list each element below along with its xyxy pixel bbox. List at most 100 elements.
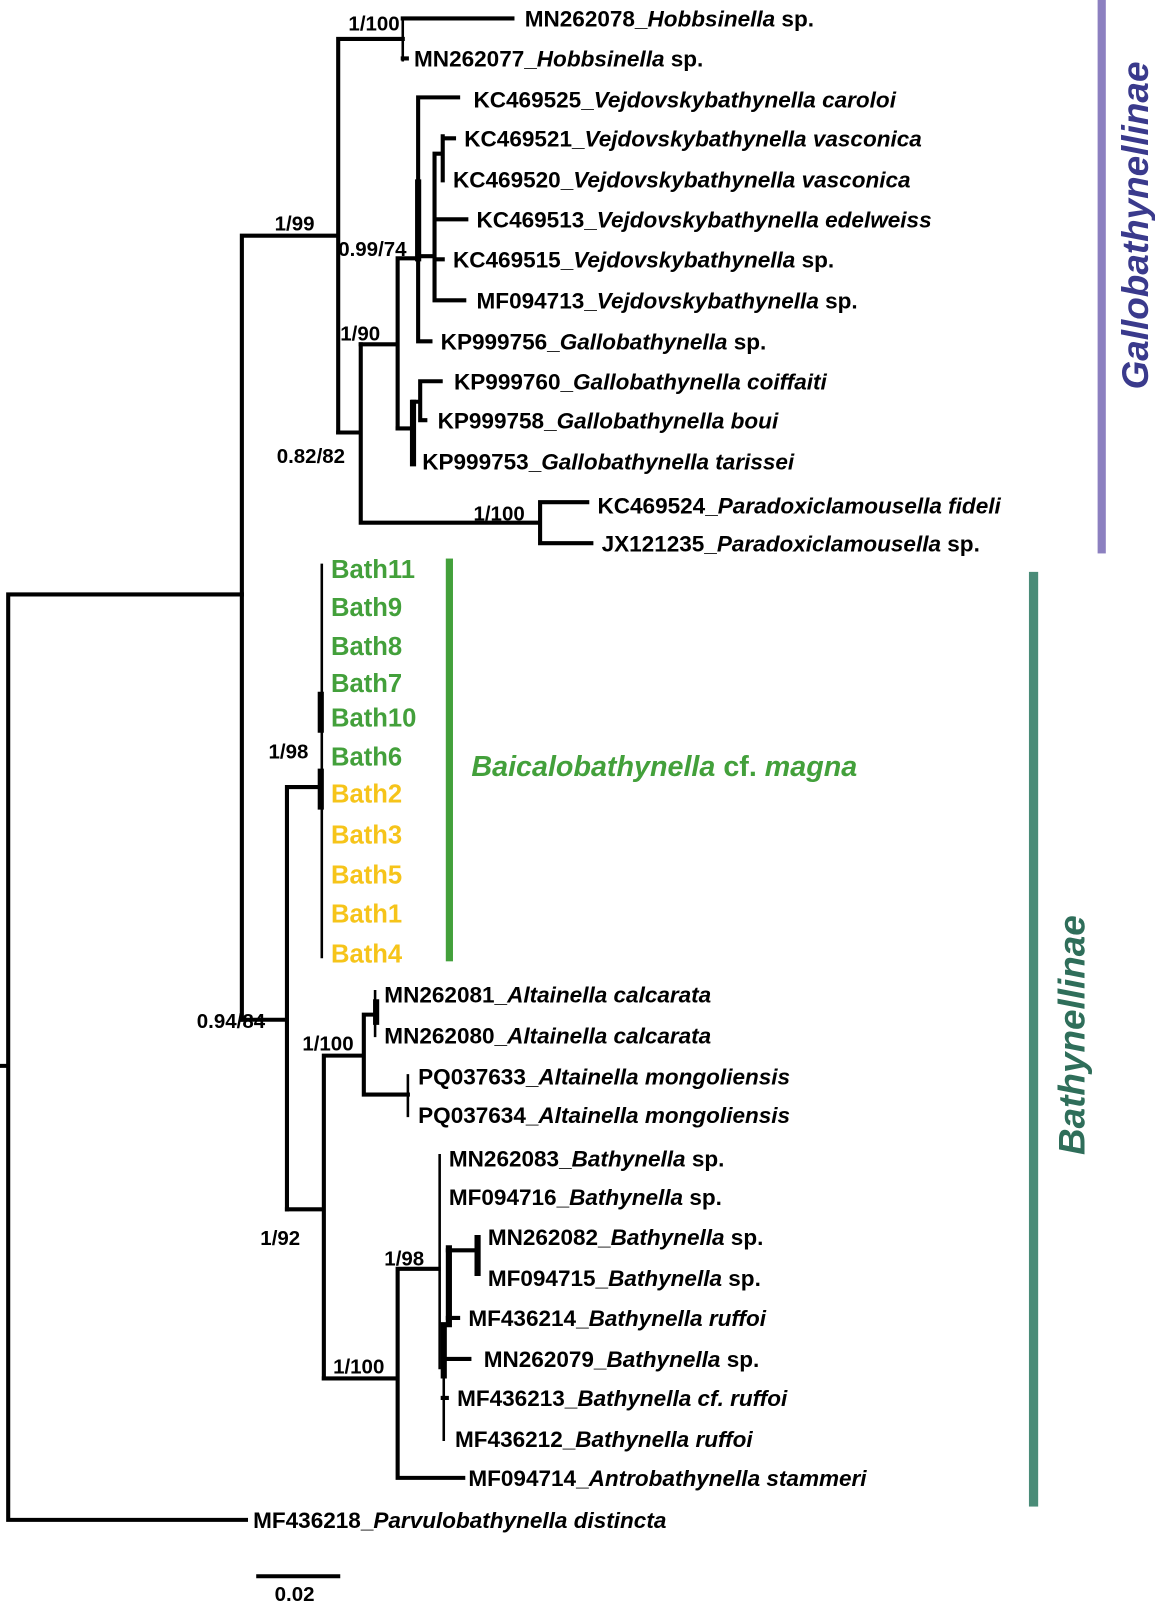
- genus: Antrobathynella: [588, 1466, 761, 1491]
- support-value: 0.99/74: [338, 238, 407, 261]
- epithet: sp.: [795, 247, 834, 272]
- accession: KP999756_: [441, 329, 560, 354]
- epithet: sp.: [665, 47, 704, 72]
- accession: MF436214_: [468, 1306, 589, 1331]
- leaf-label: MN262082_Bathynella sp.: [488, 1225, 764, 1250]
- leaf-label: MF436218_Parvulobathynella distincta: [253, 1508, 666, 1533]
- leaf-label: KP999758_Gallobathynella boui: [438, 408, 779, 433]
- accession: MN262081_: [384, 982, 507, 1007]
- epithet: mongoliensis: [639, 1064, 790, 1089]
- genus: Altainella: [506, 982, 607, 1007]
- epithet: vasconica: [807, 127, 922, 152]
- genus: Vejdovskybathynella: [594, 88, 816, 113]
- sample-label: Bath7: [331, 670, 402, 698]
- leaf-label: MF436214_Bathynella ruffoi: [468, 1306, 766, 1331]
- accession: MN262082_: [488, 1225, 611, 1250]
- genus: Hobbsinella: [537, 47, 665, 72]
- leaf-label: MN262079_Bathynella sp.: [484, 1347, 760, 1372]
- accession: KC469521_: [464, 127, 585, 152]
- sample-label: Bath11: [331, 556, 415, 584]
- epithet: distincta: [567, 1508, 666, 1533]
- support-value: 1/90: [340, 322, 380, 345]
- accession: MF436213_: [457, 1386, 578, 1411]
- epithet: stammeri: [760, 1466, 867, 1491]
- genus: Bathynella: [589, 1306, 703, 1331]
- accession: MN262079_: [484, 1347, 607, 1372]
- support-value: 1/92: [260, 1227, 300, 1250]
- genus: Vejdovskybathynella: [597, 288, 819, 313]
- genus: Gallobathynella: [573, 369, 741, 394]
- epithet: ruffoi: [689, 1427, 753, 1452]
- epithet: caroloi: [816, 88, 897, 113]
- leaf-label: MF094716_Bathynella sp.: [449, 1185, 722, 1210]
- epithet: ruffoi: [703, 1306, 767, 1331]
- leaf-label: MN262078_Hobbsinella sp.: [525, 7, 814, 32]
- support-value: 1/100: [348, 13, 399, 36]
- epithet: mongoliensis: [639, 1103, 790, 1128]
- support-value: 1/100: [473, 503, 524, 526]
- accession: MN262083_: [449, 1146, 572, 1171]
- genus: Gallobathynella: [541, 449, 709, 474]
- leaf-label: JX121235_Paradoxiclamousella sp.: [602, 531, 980, 556]
- sample-label: Bath9: [331, 594, 402, 622]
- epithet: edelweiss: [819, 208, 932, 233]
- leaf-label: PQ037634_Altainella mongoliensis: [418, 1103, 790, 1128]
- sample-label: Bath1: [331, 900, 402, 928]
- accession: MF094714_: [468, 1466, 589, 1491]
- genus: Bathynella: [569, 1185, 683, 1210]
- accession: KP999753_: [422, 449, 541, 474]
- epithet: coiffaiti: [741, 369, 828, 394]
- leaf-label: MF094713_Vejdovskybathynella sp.: [477, 288, 858, 313]
- sample-label: Bath6: [331, 744, 402, 772]
- leaf-label: KC469524_Paradoxiclamousella fideli: [597, 493, 1001, 518]
- support-value: 1/98: [384, 1248, 424, 1271]
- accession: PQ037633_: [418, 1064, 539, 1089]
- accession: MF436212_: [455, 1427, 576, 1452]
- genus: Altainella: [537, 1103, 638, 1128]
- genus: Vejdovskybathynella: [585, 127, 807, 152]
- baicalobathynella-bar: [445, 558, 453, 962]
- support-value: 1/98: [269, 740, 309, 763]
- epithet: sp.: [720, 1347, 759, 1372]
- accession: KP999760_: [454, 369, 573, 394]
- support-value: 0.94/84: [197, 1010, 266, 1033]
- support-values: 1/1001/990.99/741/900.82/821/1001/980.94…: [197, 13, 525, 1379]
- leaf-label: PQ037633_Altainella mongoliensis: [418, 1064, 790, 1089]
- baikal-species: magna: [765, 751, 858, 783]
- leaf-label: KC469520_Vejdovskybathynella vasconica: [453, 168, 911, 193]
- leaf-label: MN262083_Bathynella sp.: [449, 1146, 725, 1171]
- genus: Altainella: [506, 1023, 607, 1048]
- epithet: vasconica: [795, 168, 910, 193]
- genus: Paradoxiclamousella: [718, 493, 942, 518]
- accession: KC469515_: [453, 247, 574, 272]
- bathynellinae-label: Bathynellinae: [1051, 915, 1092, 1155]
- genus: Paradoxiclamousella: [717, 531, 941, 556]
- genus: Bathynella: [577, 1386, 691, 1411]
- sample-label: Bath3: [331, 821, 402, 849]
- epithet: tarissei: [709, 449, 795, 474]
- genus: Gallobathynella: [560, 329, 728, 354]
- leaf-label: MN262081_Altainella calcarata: [384, 982, 711, 1007]
- accession: KC469524_: [597, 493, 718, 518]
- epithet: sp.: [775, 7, 814, 32]
- accession: MF094715_: [488, 1266, 609, 1291]
- leaf-label: KC469525_Vejdovskybathynella caroloi: [473, 88, 896, 113]
- leaf-labels: MN262078_Hobbsinella sp. MN262077_Hobbsin…: [253, 7, 1001, 1533]
- genus: Parvulobathynella: [373, 1508, 567, 1533]
- sample-labels: Bath11Bath9Bath8Bath7Bath10Bath6Bath2Bat…: [331, 556, 416, 968]
- epithet: sp.: [727, 329, 766, 354]
- genus: Hobbsinella: [647, 7, 775, 32]
- support-value: 1/100: [333, 1355, 384, 1378]
- genus: Vejdovskybathynella: [597, 208, 819, 233]
- leaf-label: KC469513_Vejdovskybathynella edelweiss: [477, 208, 932, 233]
- genus: Bathynella: [608, 1266, 722, 1291]
- genus: Bathynella: [606, 1347, 720, 1372]
- accession: KC469520_: [453, 168, 574, 193]
- baicalobathynella-label: Baicalobathynella cf. magna: [471, 751, 857, 783]
- sample-label: Bath4: [331, 940, 403, 968]
- leaf-label: KC469521_Vejdovskybathynella vasconica: [464, 127, 922, 152]
- leaf-label: MN262077_Hobbsinella sp.: [414, 47, 703, 72]
- leaf-label: KP999756_Gallobathynella sp.: [441, 329, 767, 354]
- epithet: cf. ruffoi: [691, 1386, 788, 1411]
- epithet: calcarata: [607, 982, 711, 1007]
